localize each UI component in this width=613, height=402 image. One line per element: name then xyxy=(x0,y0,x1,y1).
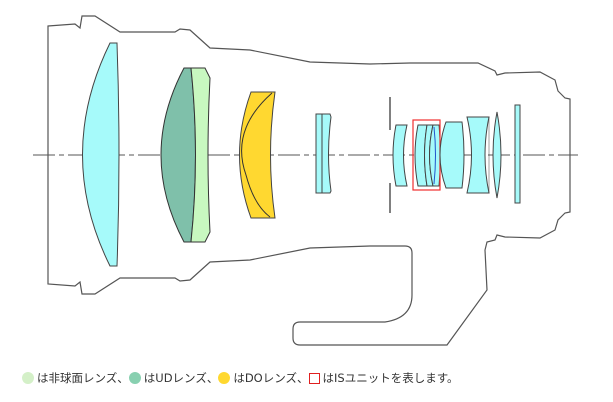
aspherical-dot-icon xyxy=(22,372,34,384)
lens-element-11 xyxy=(492,111,502,199)
legend-is: はISユニットを表します。 xyxy=(308,370,459,386)
legend-ud: はUDレンズ、 xyxy=(128,370,219,386)
is-square-icon xyxy=(308,372,320,384)
ud-dot-icon xyxy=(128,372,141,384)
aspherical-lens xyxy=(190,67,211,243)
do-dot-icon xyxy=(218,372,231,384)
lens-barrel-outline xyxy=(47,15,571,346)
do-lens xyxy=(239,91,276,219)
legend-aspherical: は非球面レンズ、 xyxy=(22,370,129,386)
ud-lens xyxy=(160,67,196,243)
is-aspherical-surface xyxy=(433,126,436,185)
lens-element-1 xyxy=(82,42,120,267)
legend-ud-label: はUDレンズ、 xyxy=(143,371,219,385)
do-lens-interface xyxy=(241,92,273,218)
legend-is-label: はISユニットを表します。 xyxy=(322,371,459,385)
legend: は非球面レンズ、 はUDレンズ、 はDOレンズ、 はISユニットを表します。 xyxy=(22,370,459,386)
lens-element-5 xyxy=(392,124,408,187)
legend-aspherical-label: は非球面レンズ、 xyxy=(37,371,129,385)
lens-element-4 xyxy=(315,113,332,194)
lens-element-9 xyxy=(439,121,465,189)
filter-element xyxy=(514,104,521,204)
legend-do-label: はDOレンズ、 xyxy=(233,371,309,385)
lens-diagram xyxy=(33,15,578,346)
legend-do: はDOレンズ、 xyxy=(218,370,309,386)
